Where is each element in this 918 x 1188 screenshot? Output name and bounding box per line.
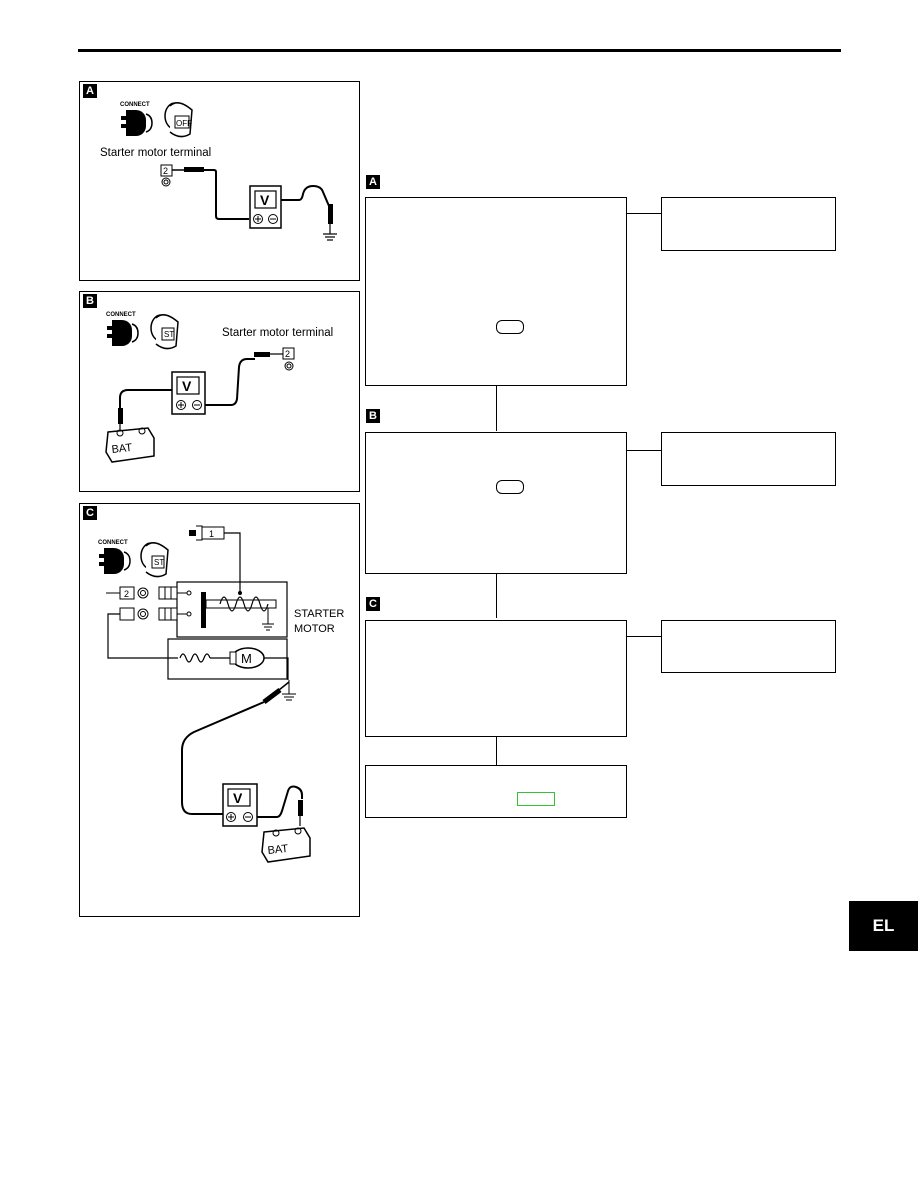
figure-c-diagram: CONNECT ST 1 STARTER MOTOR 2 <box>98 525 344 863</box>
section-tab[interactable]: EL <box>849 901 918 951</box>
ignition-key-icon: OFF <box>164 102 193 138</box>
svg-text:BAT: BAT <box>267 843 289 857</box>
connector-icon: CONNECT <box>120 102 153 136</box>
flow-step-b-box <box>365 432 627 574</box>
svg-text:ST: ST <box>154 558 164 567</box>
flow-connector-cd <box>496 737 497 765</box>
battery-icon: BAT <box>261 827 311 863</box>
svg-text:CONNECT: CONNECT <box>106 312 136 318</box>
terminal-label: Starter motor terminal <box>222 327 333 339</box>
svg-text:ST: ST <box>164 330 174 339</box>
flow-step-c-tag: C <box>366 597 380 611</box>
motor-label: STARTER <box>294 608 344 620</box>
flow-final-box <box>365 765 627 818</box>
meter-label: V <box>260 192 270 208</box>
flow-step-c-result <box>661 620 836 673</box>
flow-step-a-result <box>661 197 836 251</box>
figure-a-diagram: CONNECT OFF Starter motor terminal 2 V <box>100 102 337 241</box>
figure-c-panel: C CONNECT ST 1 STARTER MOTOR 2 <box>79 503 360 917</box>
terminal-number: 2 <box>163 166 168 176</box>
figure-a-tag: A <box>83 84 97 98</box>
connector-icon: CONNECT <box>98 540 131 574</box>
flow-step-a-branch <box>627 213 661 214</box>
flow-step-c-box <box>365 620 627 737</box>
svg-text:2: 2 <box>124 589 129 599</box>
header-rule <box>78 49 841 52</box>
figure-a-panel: A CONNECT OFF Starter motor terminal 2 <box>79 81 360 281</box>
flow-step-b-branch <box>627 450 661 451</box>
switch-label: OFF <box>176 119 192 128</box>
flow-step-a-box <box>365 197 627 386</box>
flow-final-link[interactable] <box>517 792 555 806</box>
figure-c-tag: C <box>83 506 97 520</box>
svg-text:CONNECT: CONNECT <box>98 540 128 546</box>
ignition-key-icon: ST <box>150 314 179 350</box>
svg-text:V: V <box>182 378 192 394</box>
flow-step-c-branch <box>627 636 661 637</box>
svg-text:MOTOR: MOTOR <box>294 623 335 635</box>
figure-b-panel: B CONNECT ST Starter motor terminal V 2 <box>79 291 360 492</box>
ignition-key-icon: ST <box>140 542 169 578</box>
figure-b-tag: B <box>83 294 97 308</box>
svg-text:1: 1 <box>209 529 214 539</box>
flow-step-a-tag: A <box>366 175 380 189</box>
flow-step-b-result <box>661 432 836 486</box>
flow-connector-bc <box>496 574 497 618</box>
battery-icon: BAT <box>105 427 155 463</box>
svg-text:V: V <box>233 790 243 806</box>
motor-m-label: M <box>241 651 252 666</box>
battery-label: BAT <box>111 442 133 456</box>
terminal-label: Starter motor terminal <box>100 147 211 159</box>
flow-step-b-key <box>496 480 524 494</box>
flow-step-b-tag: B <box>366 409 380 423</box>
connect-label: CONNECT <box>120 102 150 108</box>
svg-text:2: 2 <box>285 349 290 359</box>
flow-connector-ab <box>496 386 497 431</box>
connector-icon: CONNECT <box>106 312 139 346</box>
figure-b-diagram: CONNECT ST Starter motor terminal V 2 <box>105 312 333 463</box>
flow-step-a-key <box>496 320 524 334</box>
